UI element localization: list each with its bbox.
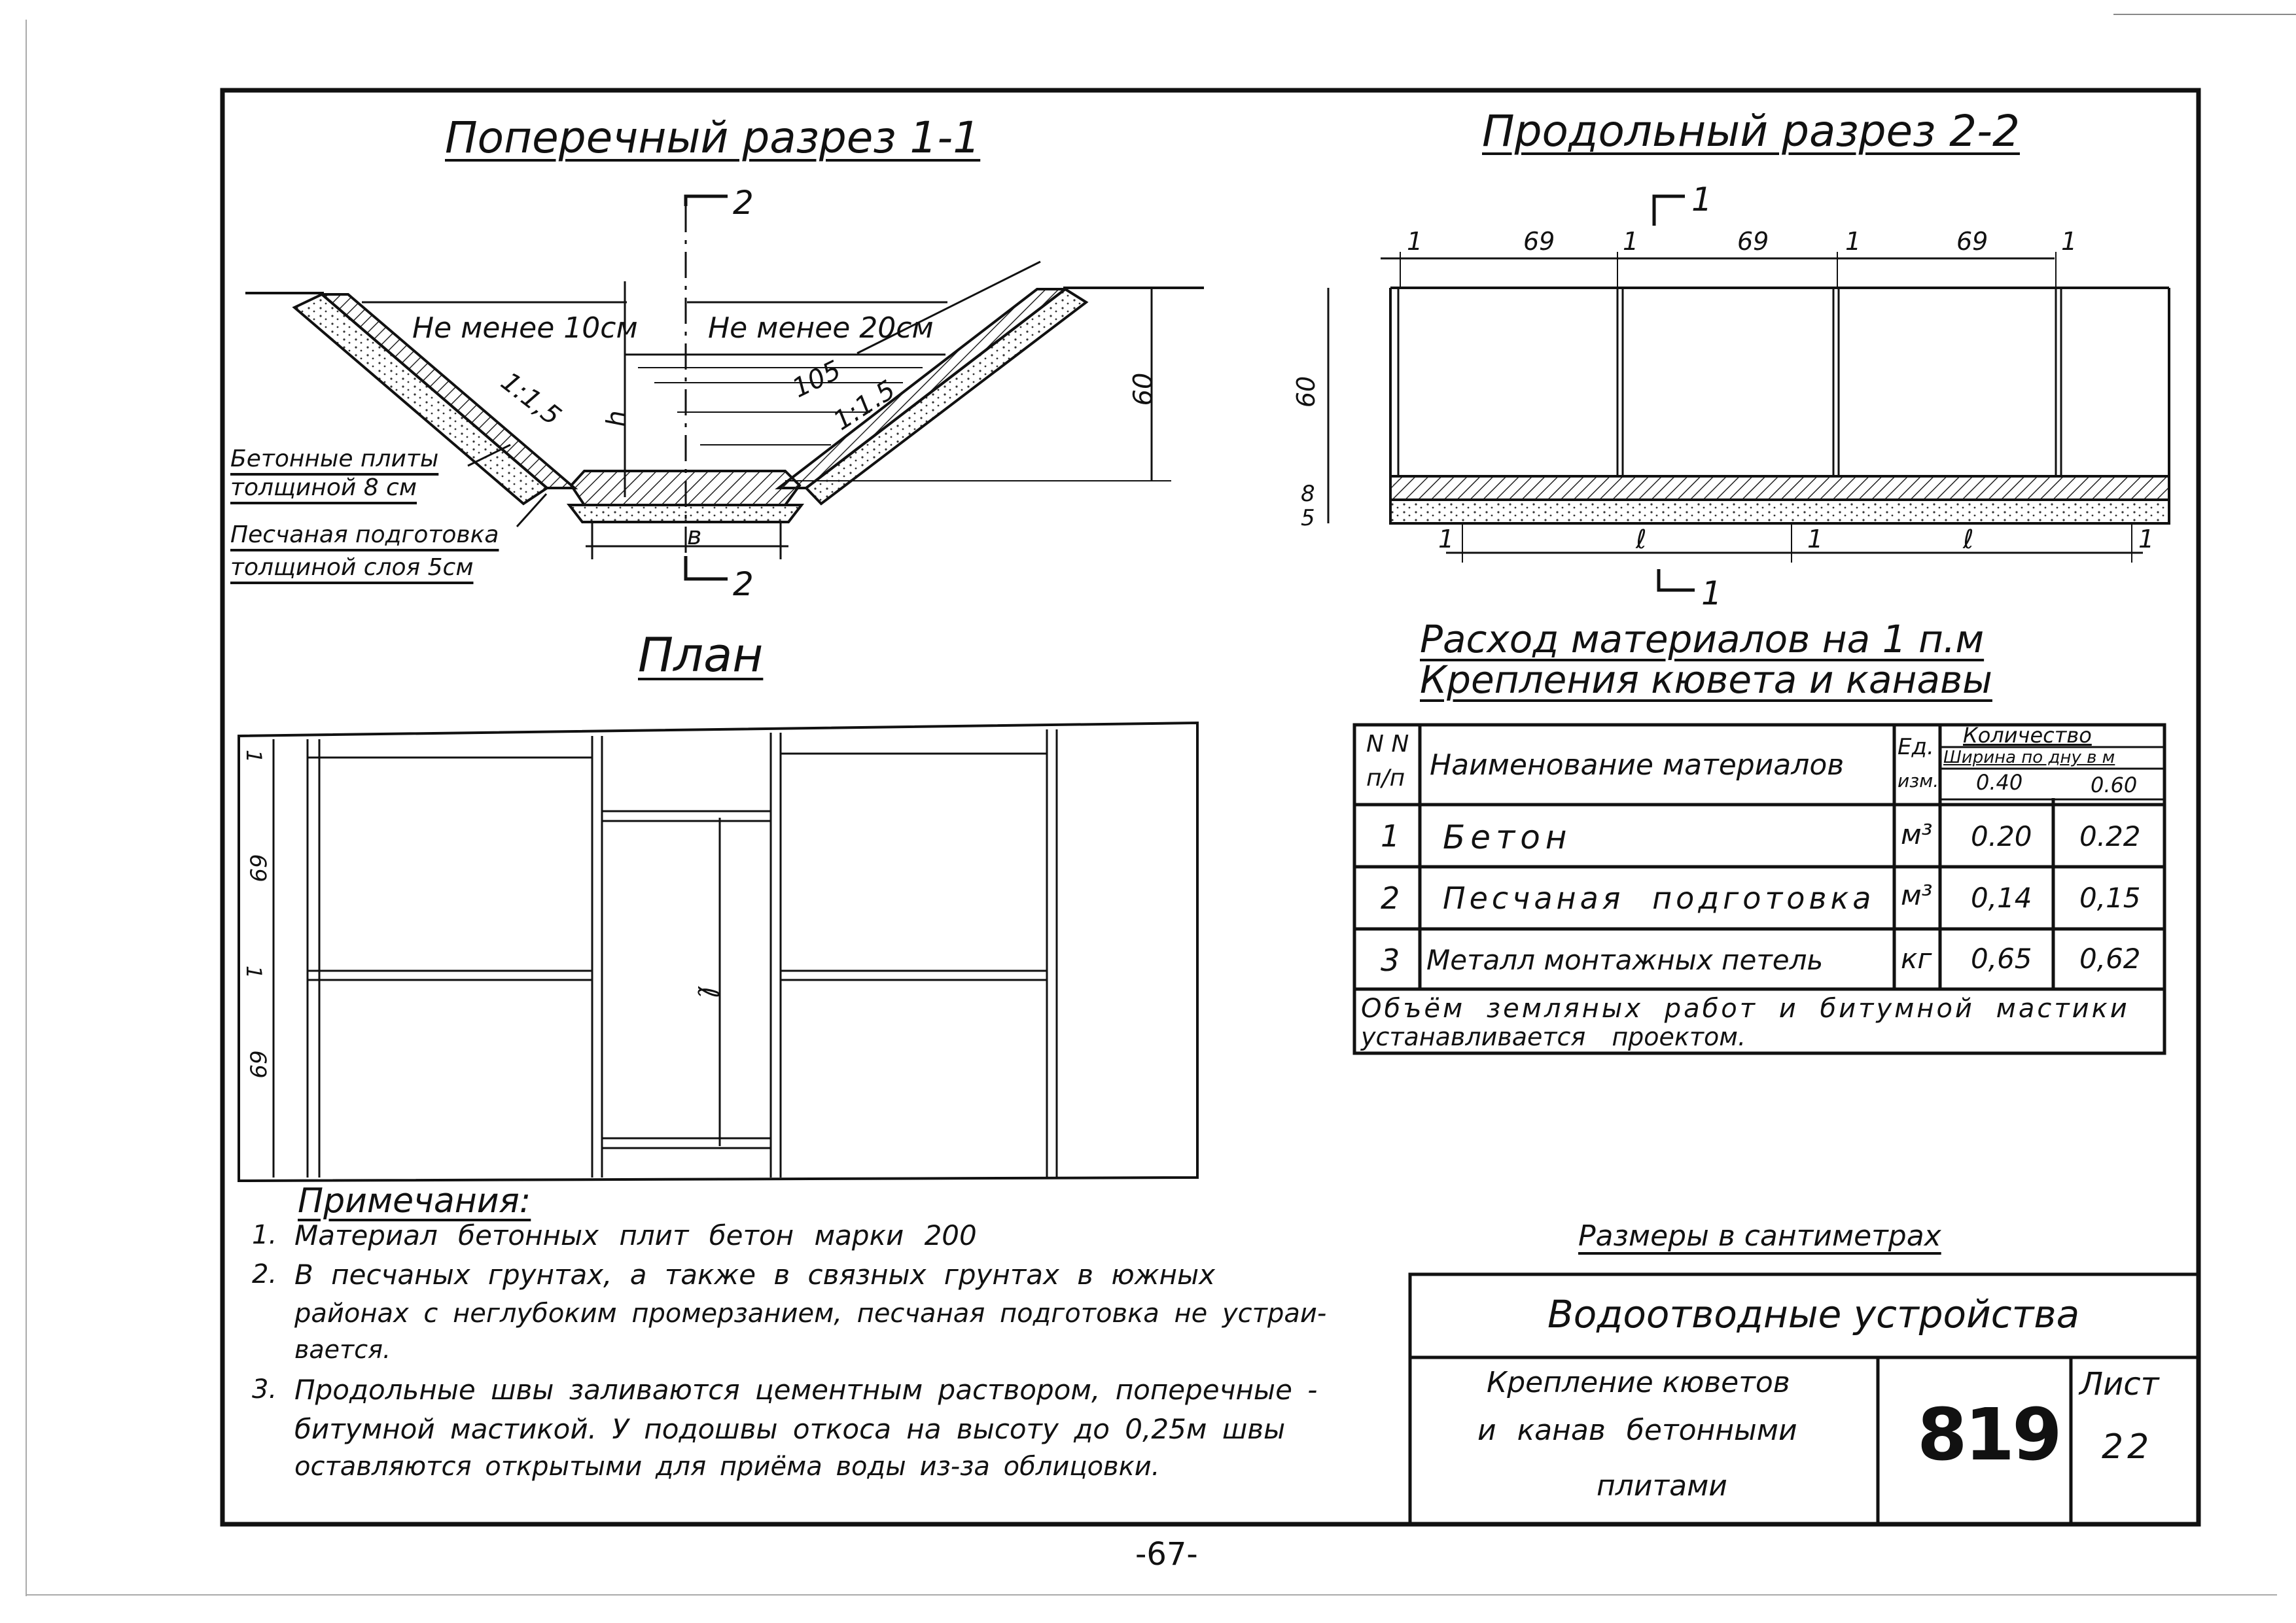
row1-v2: 0.22 [2079, 820, 2141, 852]
longitudinal-title: Продольный разрез 2-2 [1482, 106, 2020, 156]
note1-num: 1. [252, 1220, 277, 1250]
row2-name: Песчаная подготовка [1443, 881, 1875, 916]
materials-title-line1: Расход материалов на 1 п.м [1420, 617, 1985, 661]
top-dim-69c: 69 [1956, 227, 1988, 256]
header-unit-line2: изм. [1898, 770, 1939, 792]
row2-v2: 0,15 [2079, 882, 2141, 914]
note3-line1: Продольные швы заливаются цементным раст… [294, 1374, 1318, 1406]
bottom-dim-lb: ℓ [1963, 525, 1974, 555]
plan-side-69b: 69 [244, 1050, 271, 1079]
top-dim-1b: 1 [1623, 227, 1639, 256]
note3-line3: оставляются открытыми для приёма воды из… [294, 1452, 1160, 1482]
drawing-frame [220, 88, 2201, 1527]
header-name: Наименование материалов [1430, 748, 1845, 782]
row1-num: 1 [1381, 818, 1400, 854]
top-dim-1d: 1 [2061, 227, 2077, 256]
cross-section-title: Поперечный разрез 1-1 [445, 113, 981, 163]
stamp-sheet-value: 22 [2102, 1427, 2153, 1467]
note2-num: 2. [252, 1259, 277, 1289]
bottom-dim-1b: 1 [1807, 525, 1824, 553]
row3-num: 3 [1381, 943, 1400, 978]
cut-label-2-bottom: 2 [733, 565, 754, 603]
top-dim-1a: 1 [1407, 227, 1423, 256]
dimensions-note: Размеры в сантиметрах [1578, 1219, 1941, 1253]
header-quantity: Количество [1963, 723, 2092, 748]
note1-line1: Материал бетонных плит бетон марки 200 [294, 1219, 977, 1251]
page-number: -67- [1135, 1536, 1198, 1573]
callout-sand-line1: Песчаная подготовка [230, 521, 499, 548]
plan-title: План [638, 627, 764, 682]
cut-label-1-top: 1 [1691, 181, 1712, 218]
callout-plates-line1: Бетонные плиты [230, 445, 439, 472]
note3-num: 3. [252, 1374, 277, 1405]
row3-unit: кг [1901, 943, 1932, 975]
row2-unit: м³ [1901, 879, 1933, 911]
top-dim-69a: 69 [1523, 227, 1555, 256]
stamp-subtitle-line2: и канав бетонными [1477, 1414, 1797, 1447]
row2-num: 2 [1381, 881, 1400, 916]
side-dim-60: 60 [1292, 375, 1321, 408]
dim-h-label: h [601, 410, 632, 427]
plan-side-1a: 1 [241, 749, 267, 763]
plan-side-1b: 1 [241, 965, 267, 979]
note2-line1: В песчаных грунтах, а также в связных гр… [294, 1259, 1216, 1291]
plan-side-69a: 69 [244, 854, 271, 882]
header-num-line1: N N [1366, 731, 1409, 758]
cross-section-geometry [245, 194, 1204, 581]
callout-plates-line2: толщиной 8 см [230, 474, 417, 501]
stamp-subtitle-line1: Крепление кюветов [1487, 1366, 1790, 1399]
min-10cm-note: Не менее 10см [412, 311, 638, 345]
header-width-060: 0.60 [2091, 773, 2138, 797]
stamp-number: 819 [1917, 1393, 2062, 1476]
row1-v1: 0.20 [1971, 820, 2032, 852]
note2-line2: районах с неглубоким промерзанием, песча… [294, 1299, 1327, 1329]
min-20cm-note: Не менее 20см [708, 311, 934, 345]
top-dim-69b: 69 [1737, 227, 1769, 256]
table-footer-line2: устанавливается проектом. [1361, 1022, 1746, 1051]
stamp-title: Водоотводные устройства [1547, 1292, 2080, 1336]
side-dim-5: 5 [1301, 505, 1315, 531]
header-width: Ширина по дну в м [1943, 748, 2115, 767]
note3-line2: битумной мастикой. У подошвы откоса на в… [294, 1413, 1286, 1445]
row3-name: Металл монтажных петель [1426, 944, 1824, 976]
plan-dim-l: ℓ [691, 986, 725, 999]
row1-unit: м³ [1901, 818, 1933, 850]
cut-label-2-top: 2 [733, 184, 754, 222]
materials-table-lines [1352, 723, 2166, 1055]
stamp-sheet-label: Лист [2079, 1366, 2159, 1403]
stamp-lines [1408, 1272, 2200, 1526]
bottom-dim-1a: 1 [1438, 525, 1455, 553]
header-unit-line1: Ед. [1898, 734, 1934, 760]
stamp-subtitle-line3: плитами [1597, 1469, 1727, 1503]
top-dim-1c: 1 [1845, 227, 1862, 256]
plan-geometry [238, 721, 1199, 1183]
note2-line3: вается. [294, 1335, 391, 1364]
side-dim-8: 8 [1301, 481, 1315, 507]
bottom-dim-la: ℓ [1636, 525, 1647, 555]
table-footer-line1: Объём земляных работ и битумной мастики [1361, 994, 2130, 1024]
row1-name: Бетон [1443, 818, 1572, 856]
header-num-line2: п/п [1366, 765, 1405, 792]
header-width-040: 0.40 [1976, 770, 2023, 795]
materials-title-line2: Крепления кювета и канавы [1420, 657, 1992, 702]
dim-60-label: 60 [1128, 372, 1159, 406]
longitudinal-geometry [1327, 194, 2170, 592]
dim-b-label: в [687, 521, 702, 550]
row3-v2: 0,62 [2079, 943, 2141, 975]
callout-sand-line2: толщиной слоя 5см [230, 554, 474, 581]
bottom-dim-1c: 1 [2138, 525, 2155, 553]
row3-v1: 0,65 [1971, 943, 2032, 975]
notes-heading: Примечания: [298, 1181, 531, 1221]
cut-label-1-bottom: 1 [1701, 574, 1722, 612]
row2-v1: 0,14 [1971, 882, 2032, 914]
